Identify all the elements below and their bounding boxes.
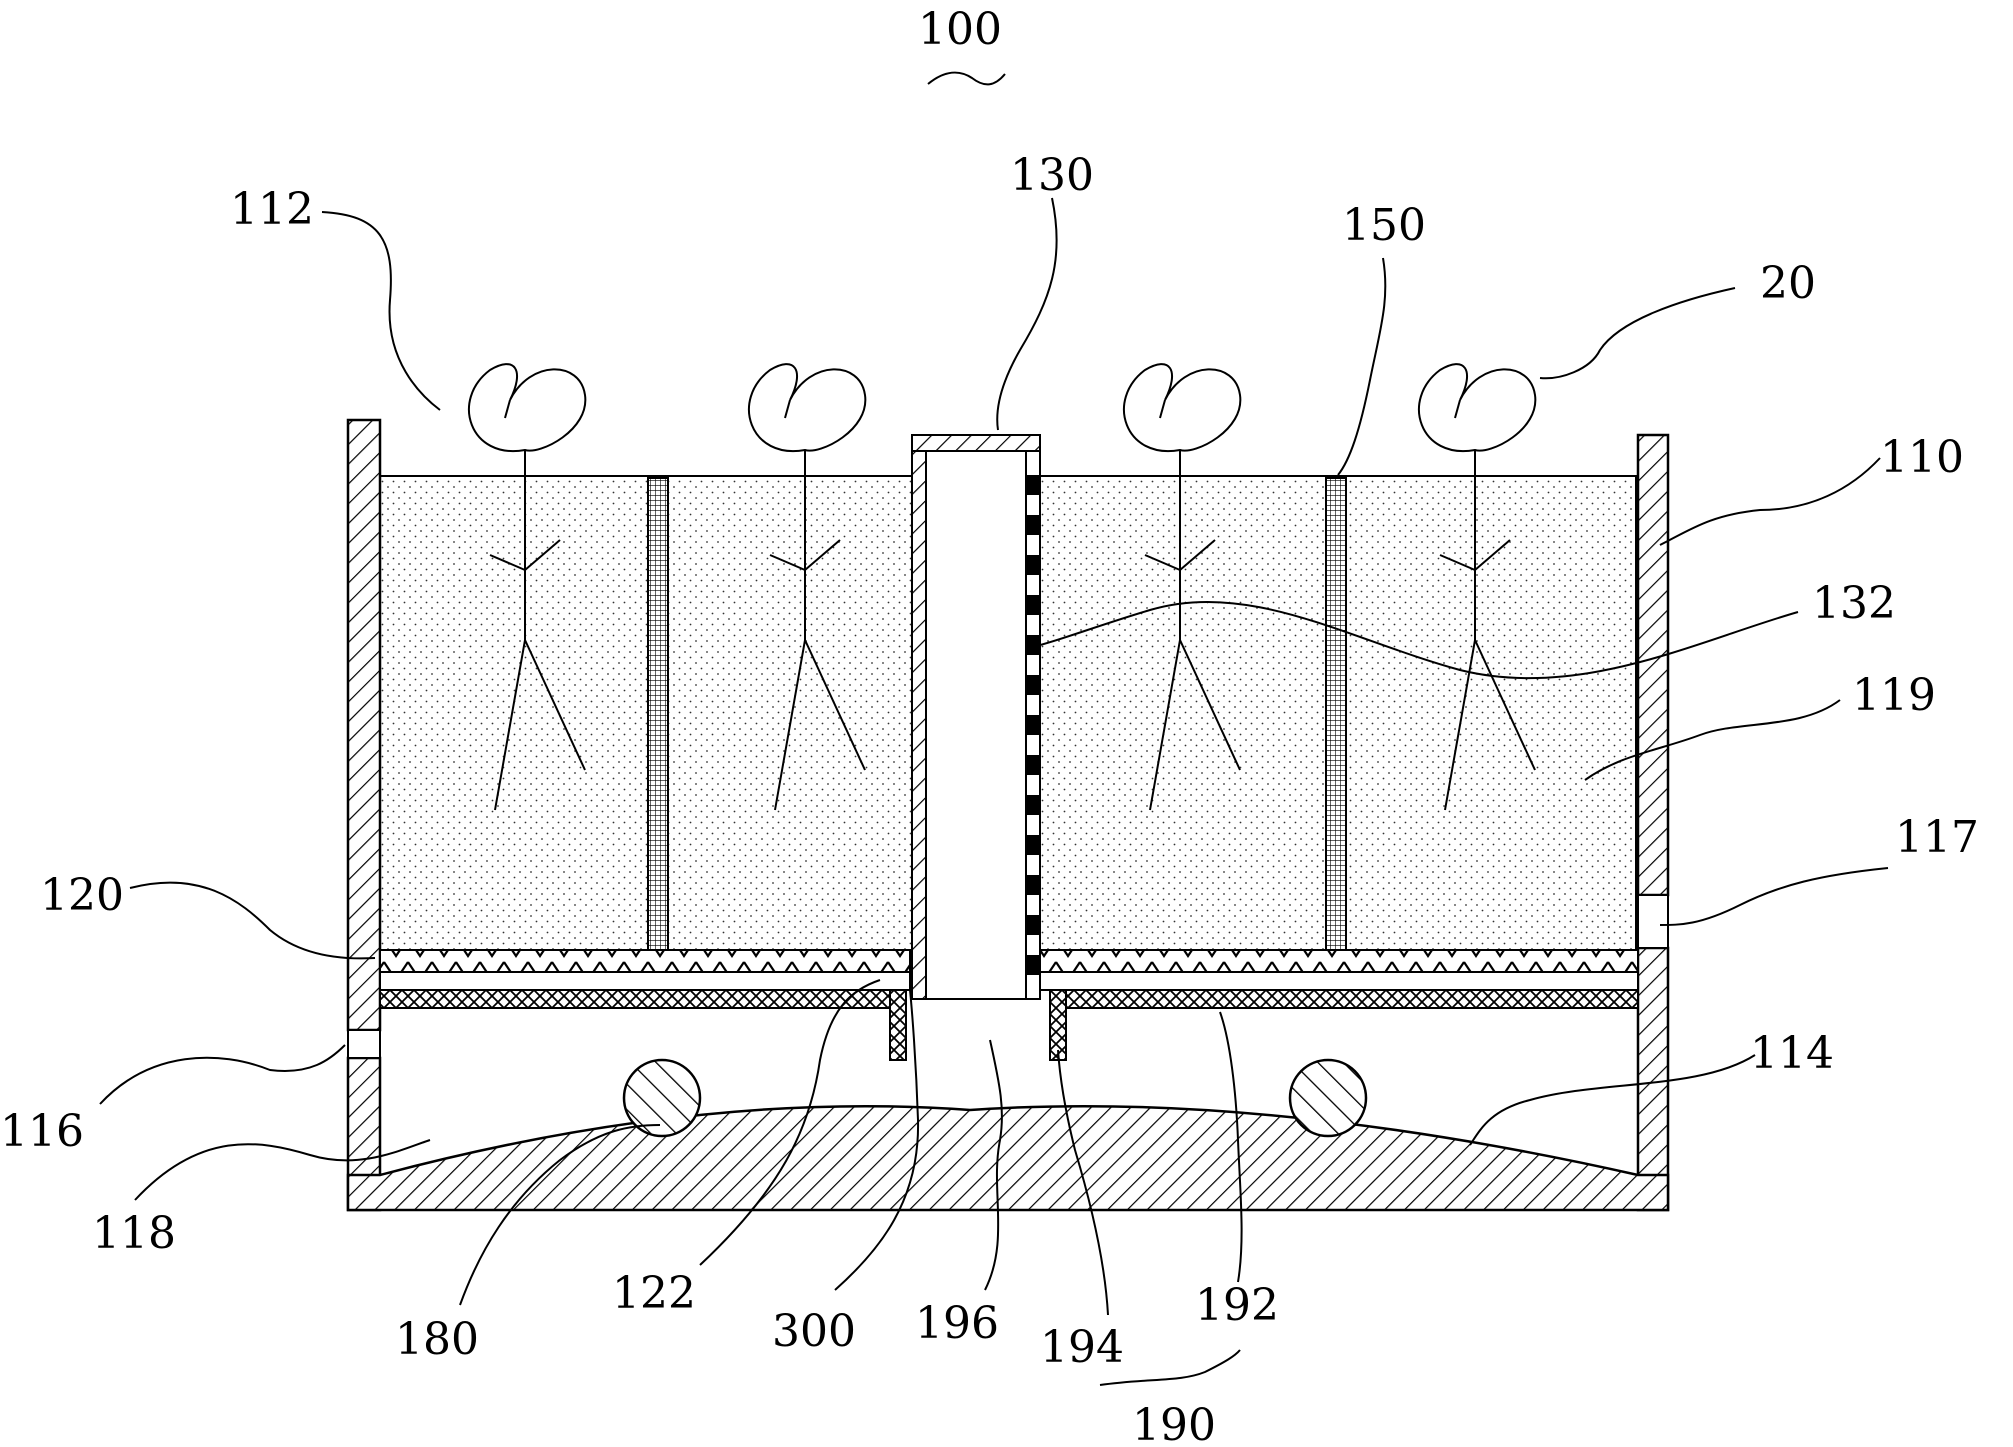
gap-plate-right [1039, 971, 1639, 991]
label-192: 192 [1195, 1280, 1279, 1331]
container-left-wall-upper [346, 418, 382, 1032]
label-119: 119 [1852, 670, 1936, 721]
container-right-wall-upper [1636, 433, 1670, 897]
label-196: 196 [915, 1298, 999, 1349]
label-132: 132 [1812, 578, 1896, 629]
plate-120-left [379, 949, 911, 973]
leader-120 [129, 881, 376, 960]
label-117: 117 [1895, 812, 1979, 863]
leader-130 [996, 197, 1058, 431]
central-tube-130 [911, 434, 1041, 1000]
leader-110 [1659, 457, 1881, 546]
labels: 100 112 130 150 20 110 132 119 117 120 1… [0, 4, 1979, 1447]
leader-196 [984, 1039, 1003, 1291]
label-118: 118 [92, 1208, 176, 1259]
label-150: 150 [1342, 200, 1426, 251]
layer-192-right [1049, 989, 1639, 1009]
brace-190 [1099, 1349, 1241, 1386]
label-130: 130 [1010, 150, 1094, 201]
leader-180 [459, 1124, 661, 1306]
ball-180-right [1288, 1058, 1368, 1138]
tube-holes-132 [1027, 475, 1039, 975]
leader-116 [99, 1044, 346, 1105]
leader-114 [1469, 1054, 1756, 1146]
ball-180-left [622, 1058, 702, 1138]
leader-300 [834, 989, 920, 1291]
container-right-wall-lower [1636, 946, 1670, 1212]
label-110: 110 [1880, 432, 1964, 483]
label-20: 20 [1760, 258, 1816, 309]
label-122: 122 [612, 1268, 696, 1319]
leader-192 [1219, 1011, 1243, 1283]
leader-194 [1057, 1049, 1109, 1316]
base-114 [346, 1104, 1670, 1212]
opening-116 [347, 1029, 381, 1059]
flange-left [889, 989, 907, 1061]
leader-117 [1659, 867, 1889, 926]
layer-192-left [379, 989, 901, 1009]
leader-118 [134, 1139, 431, 1201]
label-300: 300 [772, 1306, 856, 1357]
label-116: 116 [0, 1106, 84, 1157]
gap-plate-left [379, 971, 911, 991]
label-194: 194 [1040, 1322, 1124, 1373]
leader-20 [1539, 287, 1736, 380]
plant-2 [747, 363, 867, 811]
leader-lines [99, 71, 1889, 1386]
plant-3 [1122, 363, 1242, 811]
label-180: 180 [395, 1314, 479, 1365]
leader-119 [1584, 699, 1841, 781]
label-190: 190 [1132, 1400, 1216, 1447]
flange-right [1049, 989, 1067, 1061]
label-112: 112 [230, 184, 314, 235]
plant-1 [467, 363, 587, 811]
opening-117 [1637, 894, 1669, 949]
leader-150 [1337, 257, 1387, 476]
leader-132 [1039, 600, 1799, 680]
label-100: 100 [918, 4, 1002, 55]
plate-120-right [1039, 949, 1639, 973]
leader-112 [321, 211, 441, 411]
leader-122 [699, 979, 881, 1266]
plant-4 [1417, 363, 1537, 811]
separator-strip-right [1325, 477, 1347, 951]
separator-strip-left [647, 477, 669, 951]
leader-100 [927, 71, 1006, 86]
label-120: 120 [40, 870, 124, 921]
label-114: 114 [1750, 1028, 1834, 1079]
